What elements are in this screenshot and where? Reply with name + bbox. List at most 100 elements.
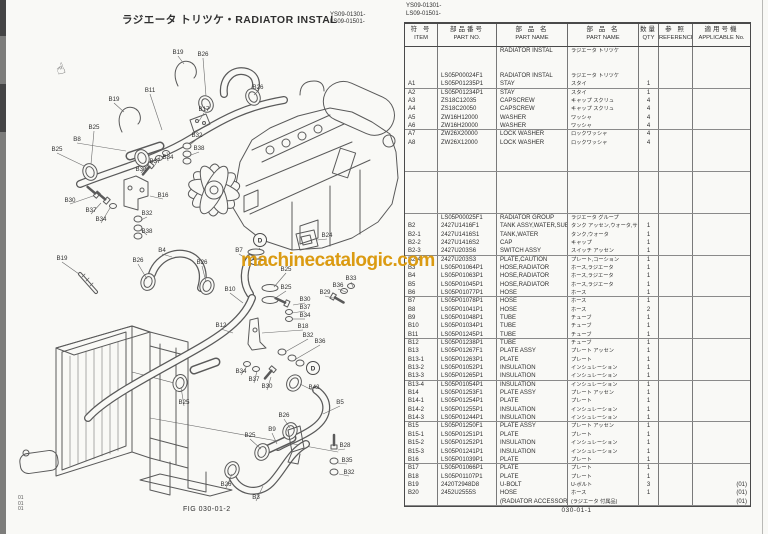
cell-app	[693, 72, 750, 80]
cell-ref	[659, 497, 693, 505]
serial-line: LS09-01501-	[406, 10, 441, 17]
cell-pno: LS05P01048P1	[438, 314, 497, 323]
cell-ref	[659, 372, 693, 380]
cell-app	[693, 231, 750, 239]
cell-qty	[639, 47, 659, 56]
cell-item: B2-1	[405, 230, 438, 239]
cell-jp	[568, 155, 639, 164]
cell-qty: 1	[639, 280, 659, 289]
part-callout-label: B19	[172, 49, 184, 56]
cell-qty: 4	[639, 138, 659, 148]
cell-qty: 1	[639, 405, 659, 415]
leader-line	[253, 90, 259, 96]
leader-line	[238, 253, 248, 260]
cell-jp	[568, 197, 639, 206]
cell-qty: 1	[639, 297, 659, 306]
cell-pno: ZW16H12000	[438, 113, 497, 123]
cell-qty: 4	[639, 130, 659, 139]
margin-marks: 01 01 01	[18, 495, 24, 513]
cell-jp: ラジエータ トリツケ	[568, 72, 639, 81]
leader-line	[253, 370, 258, 384]
part-callout-label: B26	[196, 259, 208, 266]
cell-item: B17	[405, 464, 438, 473]
table-row	[405, 172, 750, 181]
cell-jp: チューブ	[568, 322, 639, 331]
cell-jp: ロックワッシャ	[568, 130, 639, 139]
cell-ref	[659, 155, 693, 164]
table-row: (RADIATOR ACCESSORY)(ラジエータ 付属品)(01)	[405, 497, 750, 506]
cell-en	[497, 163, 568, 172]
section-marker-circle	[306, 361, 320, 375]
cell-jp: ワッシャ	[568, 122, 639, 130]
cell-ref	[659, 297, 693, 306]
cell-pno: LS05P01253F1	[438, 389, 497, 398]
cell-ref	[659, 97, 693, 106]
cell-ref	[659, 330, 693, 339]
cell-item: B3	[405, 263, 438, 273]
cell-pno: ZW16H20000	[438, 122, 497, 130]
leader-line	[76, 142, 127, 152]
cell-qty: 1	[639, 364, 659, 373]
part-callout-label: B38	[141, 228, 153, 235]
part-callout-label: B35	[341, 457, 353, 464]
cell-ref	[659, 480, 693, 490]
cell-pno: 2427U203S3	[438, 255, 497, 264]
part-callout-label: B25	[51, 146, 63, 153]
cell-en: CAPSCREW	[497, 97, 568, 106]
cell-qty: 1	[639, 464, 659, 473]
cell-app: (01)	[736, 481, 747, 488]
cell-jp: プレート	[568, 397, 639, 406]
cell-jp	[568, 188, 639, 198]
cell-jp: インシュレーション	[568, 372, 639, 380]
cell-app	[693, 247, 750, 254]
cell-app	[693, 414, 750, 421]
cell-qty: 1	[639, 372, 659, 380]
page-title: ラジエータ トリツケ・RADIATOR INSTAL	[122, 12, 337, 27]
cell-jp: ラジエータ グループ	[568, 213, 639, 223]
cell-en: PLATE	[497, 355, 568, 365]
cell-item	[405, 205, 438, 213]
cell-app	[693, 297, 750, 305]
cell-en: PLATE ASSY	[497, 422, 568, 431]
cell-item	[405, 47, 438, 56]
cell-qty: 1	[639, 272, 659, 281]
leader-line	[299, 383, 315, 392]
cell-ref	[659, 230, 693, 239]
cell-pno: ZS18C12035	[438, 97, 497, 106]
cell-en: STAY	[497, 80, 568, 88]
cell-jp: プレート アッセン	[568, 389, 639, 398]
cell-pno: LS05P01041P1	[438, 305, 497, 314]
cell-ref	[659, 255, 693, 264]
cell-pno: LS05P01241P1	[438, 447, 497, 456]
cell-en: HOSE	[497, 305, 568, 314]
cell-jp: インシュレーション	[568, 380, 639, 390]
leader-line	[166, 151, 169, 162]
part-callout-label: B7	[235, 247, 243, 254]
cell-en: INSULATION	[497, 447, 568, 456]
cell-qty: 1	[639, 355, 659, 365]
cell-app	[693, 331, 750, 338]
part-callout-label: B25	[280, 266, 292, 273]
serial-numbers-left: YS09-01301- LS09-01501-	[330, 12, 365, 26]
cell-qty	[639, 155, 659, 164]
part-callout-label: B34	[162, 154, 174, 161]
cell-item: B4	[405, 272, 438, 281]
cell-pno: 2427U1416S2	[438, 238, 497, 248]
cell-ref	[659, 422, 693, 431]
cell-pno: LS05P01263P1	[438, 355, 497, 365]
table-row	[405, 55, 750, 64]
part-callout-label: B18	[297, 323, 309, 330]
cell-en: PLATE,CAUTION	[497, 255, 568, 264]
part-callout-label: B25	[280, 284, 292, 291]
cell-app	[693, 256, 750, 264]
cell-en: TUBE	[497, 330, 568, 339]
